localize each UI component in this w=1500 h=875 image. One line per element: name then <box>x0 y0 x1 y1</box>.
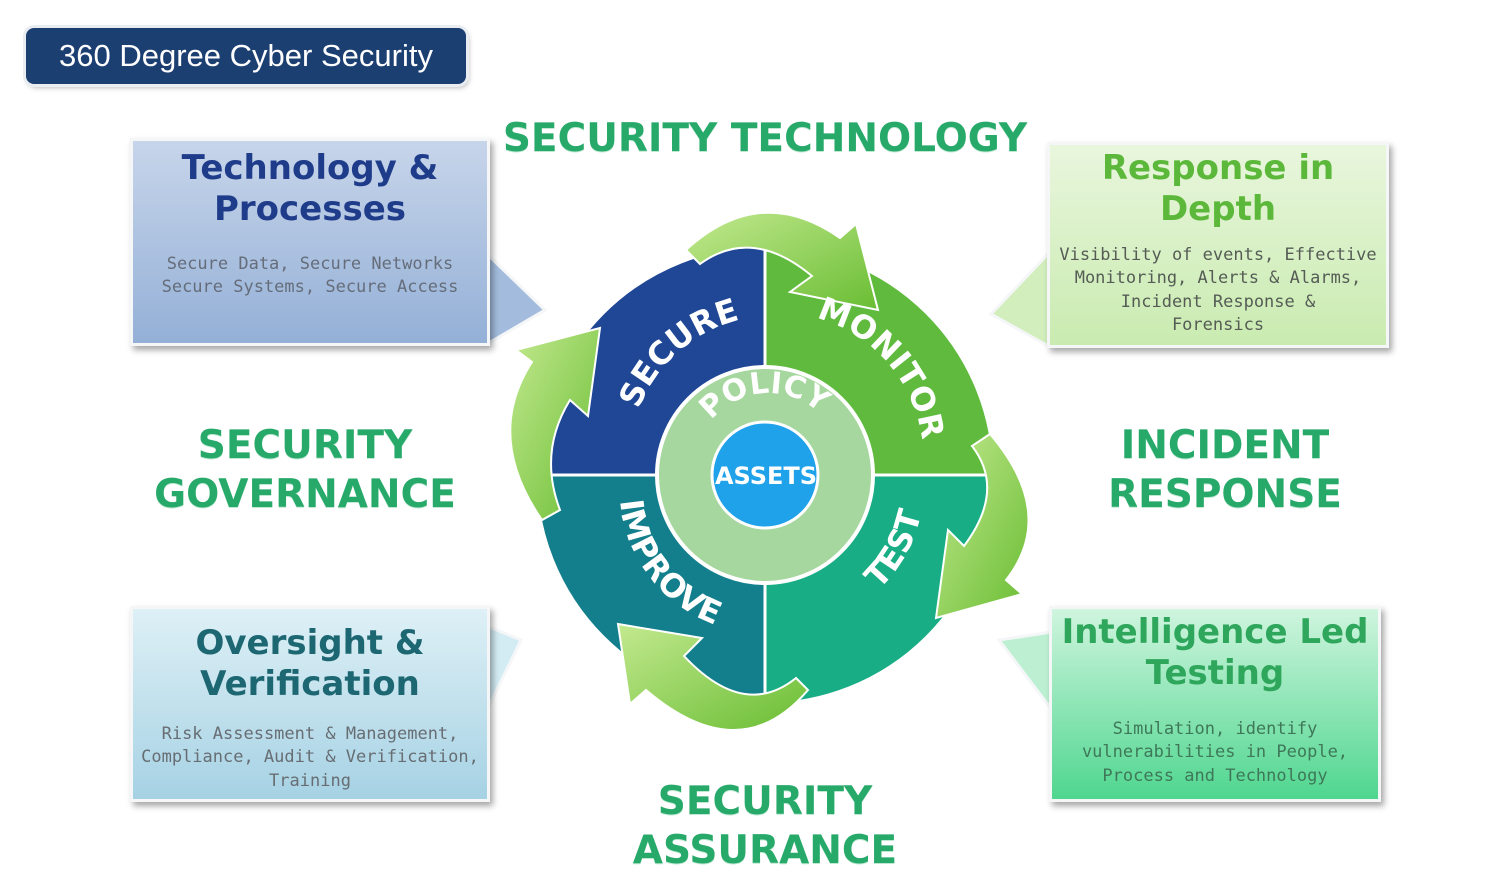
page-title: 360 Degree Cyber Security <box>26 28 466 84</box>
callout-box <box>1047 142 1389 348</box>
callout-heading: Oversight & Verification <box>130 623 490 705</box>
description-line: Visibility of events, Effective <box>1059 245 1377 265</box>
callout-technology-processes: Technology & Processes Secure Data, Secu… <box>130 138 548 347</box>
heading-line: Intelligence Led <box>1061 612 1369 652</box>
callout-box <box>130 138 490 346</box>
callout-response-in-depth: Response in Depth Visibility of events, … <box>988 142 1389 350</box>
callout-box <box>1049 606 1381 802</box>
heading-line: Verification <box>200 663 420 704</box>
heading-line: Response in <box>1101 148 1335 188</box>
callout-box <box>130 606 490 802</box>
callout-description: Simulation, identify vulnerabilities in … <box>1049 718 1381 788</box>
callout-description: Risk Assessment & Management, Compliance… <box>130 723 490 793</box>
description-line: Simulation, identify <box>1112 719 1318 739</box>
description-line: Incident Response & <box>1120 291 1316 312</box>
cycle-arrow-top <box>684 211 880 312</box>
callout-description: Secure Data, Secure Networks Secure Syst… <box>130 253 490 300</box>
cycle-arrow-left <box>509 326 602 522</box>
assets-label: ASSETS <box>715 462 817 490</box>
callout-heading: Response in Depth <box>1047 148 1389 230</box>
description-line: vulnerabilities in People, <box>1081 742 1349 763</box>
description-line: Training <box>269 770 351 791</box>
description-line: Process and Technology <box>1102 765 1328 786</box>
description-line: Secure Systems, Secure Access <box>161 277 459 298</box>
description-line: Secure Data, Secure Networks <box>166 254 454 274</box>
heading-line: Testing <box>1145 652 1285 693</box>
heading-line: Oversight & <box>195 623 425 663</box>
heading-line: Processes <box>213 188 407 229</box>
assets-core <box>710 420 820 530</box>
domain-incident-response: INCIDENT RESPONSE <box>1085 421 1365 519</box>
domain-label-line: INCIDENT <box>1120 423 1330 468</box>
domain-security-governance: SECURITY GOVERNANCE <box>140 421 470 519</box>
domain-label-line: RESPONSE <box>1108 472 1342 518</box>
description-line: Compliance, Audit & Verification, <box>141 747 479 768</box>
domain-security-technology: SECURITY TECHNOLOGY <box>502 116 1028 161</box>
description-line: Monitoring, Alerts & Alarms, <box>1074 268 1362 289</box>
heading-line: Depth <box>1159 188 1277 229</box>
cycle-arrow-right <box>934 432 1030 620</box>
callout-heading: Intelligence Led Testing <box>1049 612 1381 694</box>
domain-label-line: SECURITY <box>197 423 413 468</box>
heading-line: Technology & <box>181 148 439 188</box>
domain-security-assurance: SECURITY ASSURANCE <box>632 779 898 874</box>
callout-heading: Technology & Processes <box>130 148 490 230</box>
domain-label-line: GOVERNANCE <box>154 472 456 518</box>
callout-description: Visibility of events, Effective Monitori… <box>1047 244 1389 338</box>
callout-intelligence-led-testing: Intelligence Led Testing Simulation, ide… <box>996 606 1381 802</box>
description-line: Risk Assessment & Management, <box>161 724 459 744</box>
callout-oversight-verification: Oversight & Verification Risk Assessment… <box>130 606 524 802</box>
security-cycle-diagram: SECURE MONITOR TEST IMPROVE POLICY ASSET… <box>509 211 1030 731</box>
cycle-arrow-bottom <box>616 622 810 731</box>
description-line: Forensics <box>1171 315 1265 336</box>
